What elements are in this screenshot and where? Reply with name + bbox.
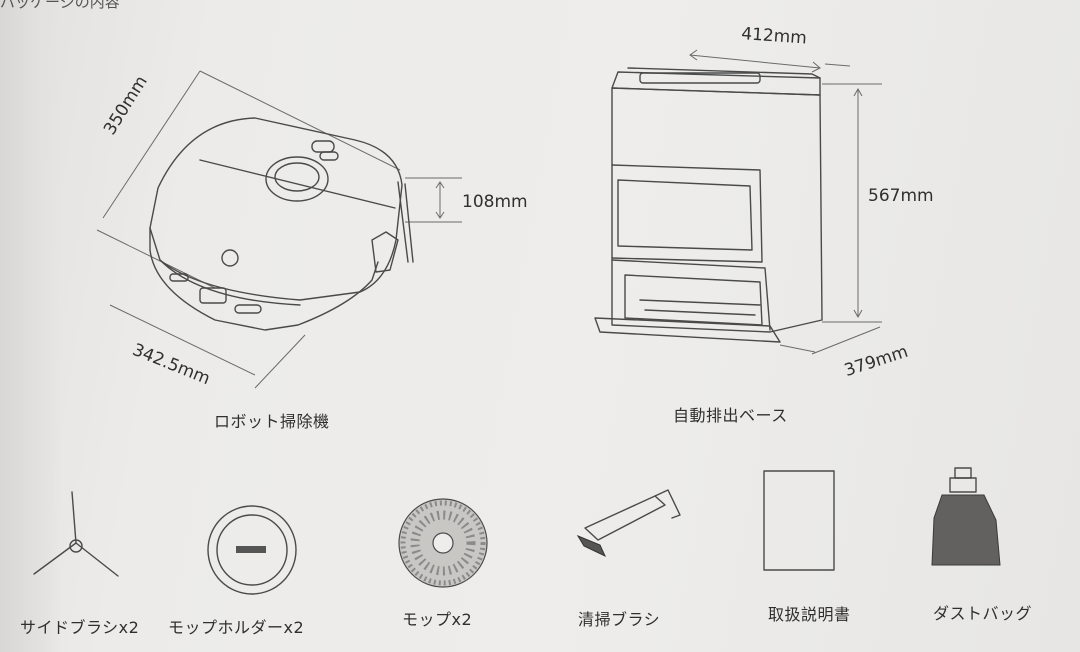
dust-bag-icon [931,467,1001,566]
base-dimension-lines [689,49,882,355]
accessory-label-cleaning-brush: 清掃ブラシ [578,610,661,629]
accessory-label-side-brush: サイドブラシx2 [20,618,140,637]
mop-holder-icon [207,505,297,595]
mop-pad-icon [398,498,488,588]
cleaning-brush-icon [576,489,681,558]
accessory-label-mop-holder: モップホルダーx2 [168,618,305,637]
accessory-label-dust-bag: ダストバッグ [933,604,1033,623]
robot-dimension-lines [96,70,462,389]
cut-off-header: パッケージの内容 [0,0,120,11]
base-height-label: 567mm [868,186,934,206]
side-brush-icon [33,491,119,577]
robot-body [149,117,414,331]
manual-booklet-icon [763,470,835,571]
base-body [594,67,823,343]
accessory-label-manual: 取扱説明書 [768,605,851,624]
robot-caption: ロボット掃除機 [214,412,330,431]
accessory-label-mop: モップx2 [402,610,473,629]
base-caption: 自動排出ベース [673,406,788,425]
page-fold-shadow [0,0,62,652]
robot-height-label: 108mm [462,192,528,212]
